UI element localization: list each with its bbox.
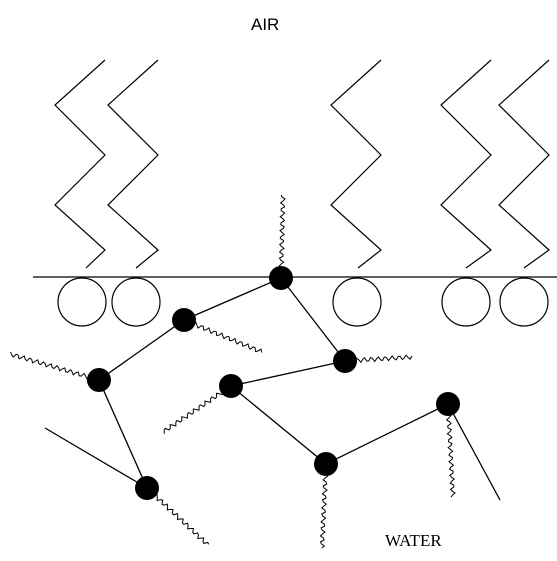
polymer-chain <box>229 360 501 501</box>
surfactant-tail <box>330 59 382 269</box>
hydrophobic-side-chain <box>10 351 100 381</box>
hydrophobic-side-chain <box>319 463 329 549</box>
surfactant-heads <box>57 277 549 327</box>
surfactant-tail <box>54 59 106 269</box>
polymer-node <box>269 266 293 290</box>
polymer-node <box>333 349 357 373</box>
polymer-node <box>314 452 338 476</box>
polymer-node <box>436 392 460 416</box>
hydrophobic-side-chain <box>445 403 456 498</box>
surfactant-head <box>111 277 161 327</box>
polymer-nodes <box>87 266 460 500</box>
surfactant-tail <box>440 59 492 269</box>
polymer-chain-end <box>44 427 148 489</box>
hydrophobic-side-chain <box>163 384 232 434</box>
surfactant-head <box>57 277 107 327</box>
surfactant-head <box>332 277 382 327</box>
surfactant-tail <box>498 59 550 269</box>
surfactant-tail <box>107 59 159 269</box>
surfactant-head <box>499 277 549 327</box>
polymer-node <box>87 368 111 392</box>
polymer-node <box>219 374 243 398</box>
air-label: AIR <box>251 15 280 34</box>
surfactant-tails <box>54 59 550 269</box>
polymer-node <box>135 476 159 500</box>
surfactant-head <box>441 277 491 327</box>
polymer-node <box>172 308 196 332</box>
water-label: WATER <box>385 531 442 550</box>
side-chains <box>10 194 456 549</box>
hydrophobic-side-chain <box>278 194 286 279</box>
hydrophobic-side-chain <box>146 487 210 545</box>
hydrophobic-side-chain <box>183 319 263 353</box>
